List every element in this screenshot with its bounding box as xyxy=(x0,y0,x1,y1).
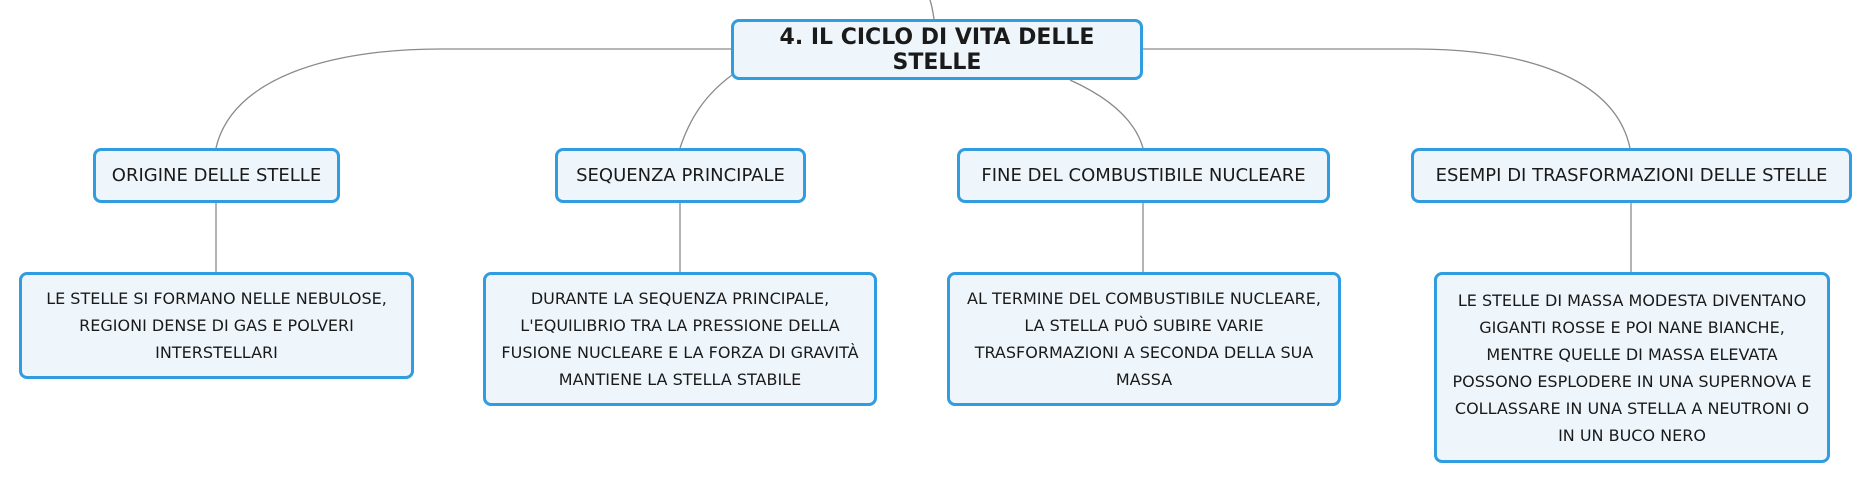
subtopic-text: LE STELLE DI MASSA MODESTA DIVENTANO GIG… xyxy=(1452,290,1812,445)
subtopic-origine-detail[interactable]: LE STELLE SI FORMANO NELLE NEBULOSE, REG… xyxy=(19,272,414,379)
connector-root-to-sequenza xyxy=(679,74,733,149)
connector-root-to-fine xyxy=(1069,79,1144,149)
topic-fine-del-combustibile-nucleare[interactable]: FINE DEL COMBUSTIBILE NUCLEARE xyxy=(957,148,1330,203)
topic-label: ORIGINE DELLE STELLE xyxy=(111,165,322,186)
topic-label: ESEMPI DI TRASFORMAZIONI DELLE STELLE xyxy=(1435,165,1828,186)
root-topic-label: 4. IL CICLO DI VITA DELLE STELLE xyxy=(779,24,1095,75)
subtopic-text: DURANTE LA SEQUENZA PRINCIPALE, L'EQUILI… xyxy=(501,289,859,389)
connector-root-to-esempi xyxy=(1143,48,1631,149)
subtopic-esempi-detail[interactable]: LE STELLE DI MASSA MODESTA DIVENTANO GIG… xyxy=(1434,272,1830,463)
topic-label: SEQUENZA PRINCIPALE xyxy=(576,165,785,186)
connector-root-to-origine xyxy=(215,48,731,149)
subtopic-text: LE STELLE SI FORMANO NELLE NEBULOSE, REG… xyxy=(46,289,387,362)
topic-esempi-di-trasformazioni[interactable]: ESEMPI DI TRASFORMAZIONI DELLE STELLE xyxy=(1411,148,1852,203)
subtopic-text: AL TERMINE DEL COMBUSTIBILE NUCLEARE, LA… xyxy=(967,289,1321,389)
topic-label: FINE DEL COMBUSTIBILE NUCLEARE xyxy=(981,165,1306,186)
subtopic-fine-detail[interactable]: AL TERMINE DEL COMBUSTIBILE NUCLEARE, LA… xyxy=(947,272,1341,406)
root-topic[interactable]: 4. IL CICLO DI VITA DELLE STELLE xyxy=(731,19,1143,80)
connector-parent-to-root xyxy=(929,0,935,20)
subtopic-sequenza-detail[interactable]: DURANTE LA SEQUENZA PRINCIPALE, L'EQUILI… xyxy=(483,272,877,406)
topic-sequenza-principale[interactable]: SEQUENZA PRINCIPALE xyxy=(555,148,806,203)
topic-origine-delle-stelle[interactable]: ORIGINE DELLE STELLE xyxy=(93,148,340,203)
